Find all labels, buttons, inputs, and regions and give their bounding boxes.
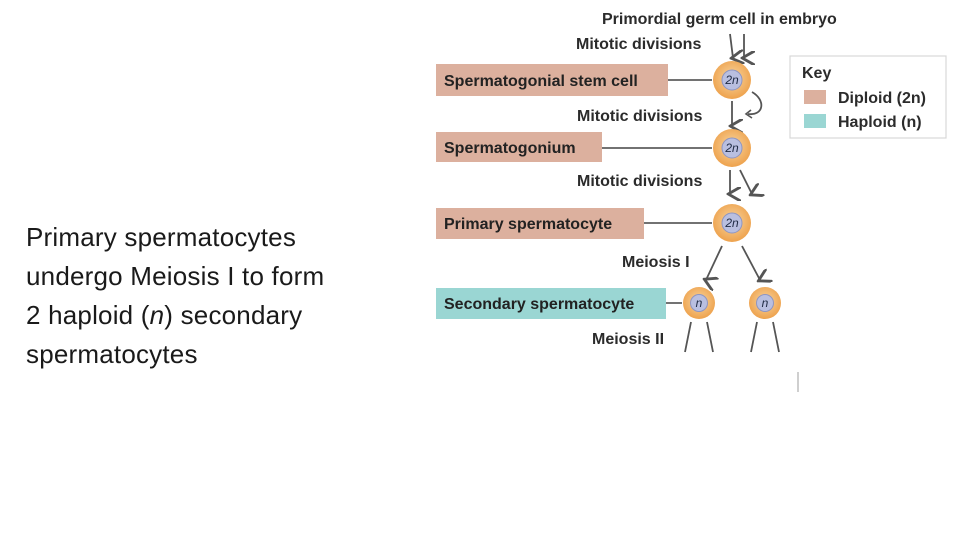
arrow-meiosis2-b-left — [750, 321, 758, 353]
spermatogonium-ploidy: 2n — [724, 141, 739, 155]
arrow-meiosis2-a-right — [706, 321, 714, 353]
legend-haploid-swatch — [804, 114, 826, 128]
secondary-spermatocyte-stage-box — [436, 288, 666, 319]
stem-cell: 2n — [713, 61, 751, 99]
stem-cell-stage-box — [436, 64, 668, 96]
caption-text: Primary spermatocytes undergo Meiosis I … — [26, 218, 426, 374]
secondary-b-ploidy: n — [762, 296, 769, 310]
legend-haploid-label: Haploid (n) — [838, 114, 922, 131]
meiosis-2-label: Meiosis II — [592, 331, 664, 348]
arrow-spermatogonium-right — [739, 169, 752, 194]
meiosis-1-label: Meiosis I — [622, 254, 690, 271]
legend-title: Key — [802, 65, 831, 82]
spermatogonium-cell: 2n — [713, 129, 751, 167]
caption-haploid-symbol: n — [149, 300, 165, 330]
mitotic-divisions-label-3: Mitotic divisions — [577, 173, 702, 190]
self-renewal-arrowhead — [744, 109, 753, 119]
arrow-top-left — [730, 33, 733, 58]
caption-line-3-pre: 2 haploid ( — [26, 300, 150, 330]
legend-diploid-swatch — [804, 90, 826, 104]
self-renewal-arrow — [747, 91, 763, 115]
secondary-spermatocyte-cell-a: n — [683, 287, 715, 319]
mitotic-divisions-label-1: Mitotic divisions — [576, 36, 701, 53]
secondary-a-ploidy: n — [696, 296, 703, 310]
primary-spermatocyte-stage-label: Primary spermatocyte — [444, 216, 612, 233]
stem-cell-ploidy: 2n — [724, 73, 739, 87]
legend-key: Key Diploid (2n) Haploid (n) — [789, 55, 947, 139]
arrow-meiosis1-right — [741, 245, 760, 280]
arrow-meiosis2-b-right — [772, 321, 780, 353]
legend-diploid-label: Diploid (2n) — [838, 90, 926, 107]
caption-line-1: Primary spermatocytes — [26, 222, 297, 252]
arrow-meiosis1-left — [706, 245, 723, 280]
spermatogonium-stage-box — [436, 132, 602, 162]
arrow-meiosis2-a-left — [684, 321, 692, 353]
primordial-germ-cell-label: Primordial germ cell in embryo — [602, 11, 837, 28]
primary-spermatocyte-stage-box — [436, 208, 644, 239]
spermatogonium-stage-label: Spermatogonium — [444, 140, 576, 157]
caption-line-3: 2 haploid (n) secondary — [26, 296, 426, 335]
caption-line-2: undergo Meiosis I to form — [26, 261, 325, 291]
secondary-spermatocyte-stage-label: Secondary spermatocyte — [444, 296, 634, 313]
primary-spermatocyte-cell: 2n — [713, 204, 751, 242]
mitotic-divisions-label-2: Mitotic divisions — [577, 108, 702, 125]
stem-cell-stage-label: Spermatogonial stem cell — [444, 73, 638, 90]
secondary-spermatocyte-cell-b: n — [749, 287, 781, 319]
primary-spermatocyte-ploidy: 2n — [724, 216, 739, 230]
caption-line-4: spermatocytes — [26, 339, 198, 369]
caption-line-3-post: ) secondary — [164, 300, 303, 330]
